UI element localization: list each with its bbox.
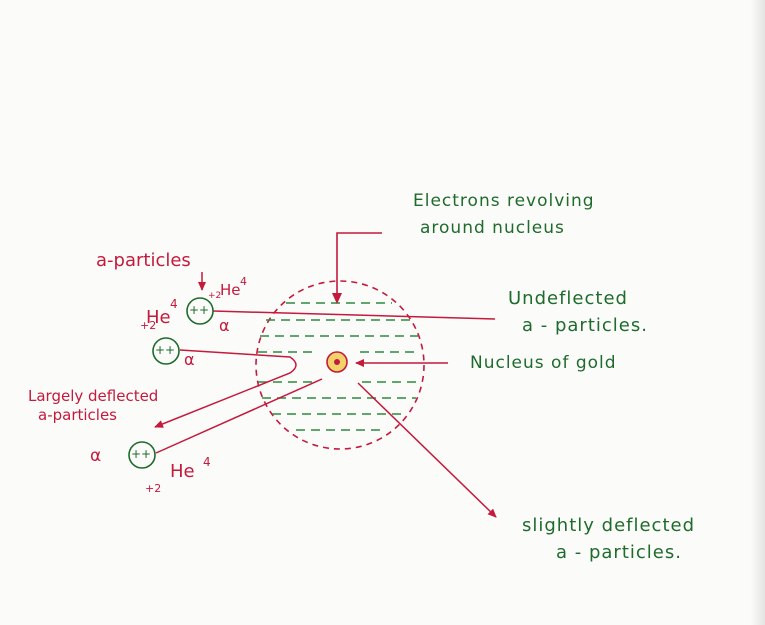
he-symbol-3: He xyxy=(170,461,195,482)
nucleus-label: Nucleus of gold xyxy=(470,353,617,373)
alpha-particle-1 xyxy=(186,297,214,325)
particle-3-charge: ++ xyxy=(131,447,152,461)
undeflected-label-line1: Undeflected xyxy=(508,288,628,309)
electrons-pointer-head xyxy=(332,293,342,304)
he-mass-3: 4 xyxy=(203,455,211,469)
alpha-particle-2 xyxy=(152,337,180,365)
largely-label-line2: a-particles xyxy=(38,406,117,424)
electrons-label-line2: around nucleus xyxy=(420,218,565,238)
alpha-symbol-2: α xyxy=(184,350,195,369)
he-charge-1: +2 xyxy=(140,319,157,332)
atom-boundary xyxy=(255,280,425,450)
undeflected-label-line2: a - particles. xyxy=(522,315,648,336)
he-charge-2: +2 xyxy=(208,291,222,301)
slightly-label-line1: slightly deflected xyxy=(522,515,696,536)
he-charge-3: +2 xyxy=(145,482,162,495)
particle-2-charge: ++ xyxy=(155,343,176,357)
he-symbol-2: He xyxy=(220,281,241,299)
alpha-particle-3 xyxy=(128,441,156,469)
electrons-label-line1: Electrons revolving xyxy=(413,191,595,211)
undeflected-path xyxy=(212,310,496,320)
electron-dashes xyxy=(258,302,420,431)
slightly-deflected-outgoing xyxy=(357,382,497,518)
largely-deflected-path xyxy=(154,349,297,428)
paper-edge-shadow xyxy=(751,0,765,625)
alpha-particles-label: a-particles xyxy=(96,250,191,271)
slightly-label-line2: a - particles. xyxy=(556,542,682,563)
electrons-pointer xyxy=(336,232,382,300)
slightly-deflected-incoming xyxy=(155,378,323,454)
gold-nucleus xyxy=(326,351,348,373)
he-mass-2: 4 xyxy=(240,275,247,288)
alpha-symbol-1: α xyxy=(219,316,230,335)
he-mass-1: 4 xyxy=(170,297,178,311)
particle-1-charge: ++ xyxy=(189,303,210,317)
largely-label-line1: Largely deflected xyxy=(28,387,159,405)
he-symbol-1: He xyxy=(146,307,171,328)
alpha-symbol-3: α xyxy=(90,446,102,466)
